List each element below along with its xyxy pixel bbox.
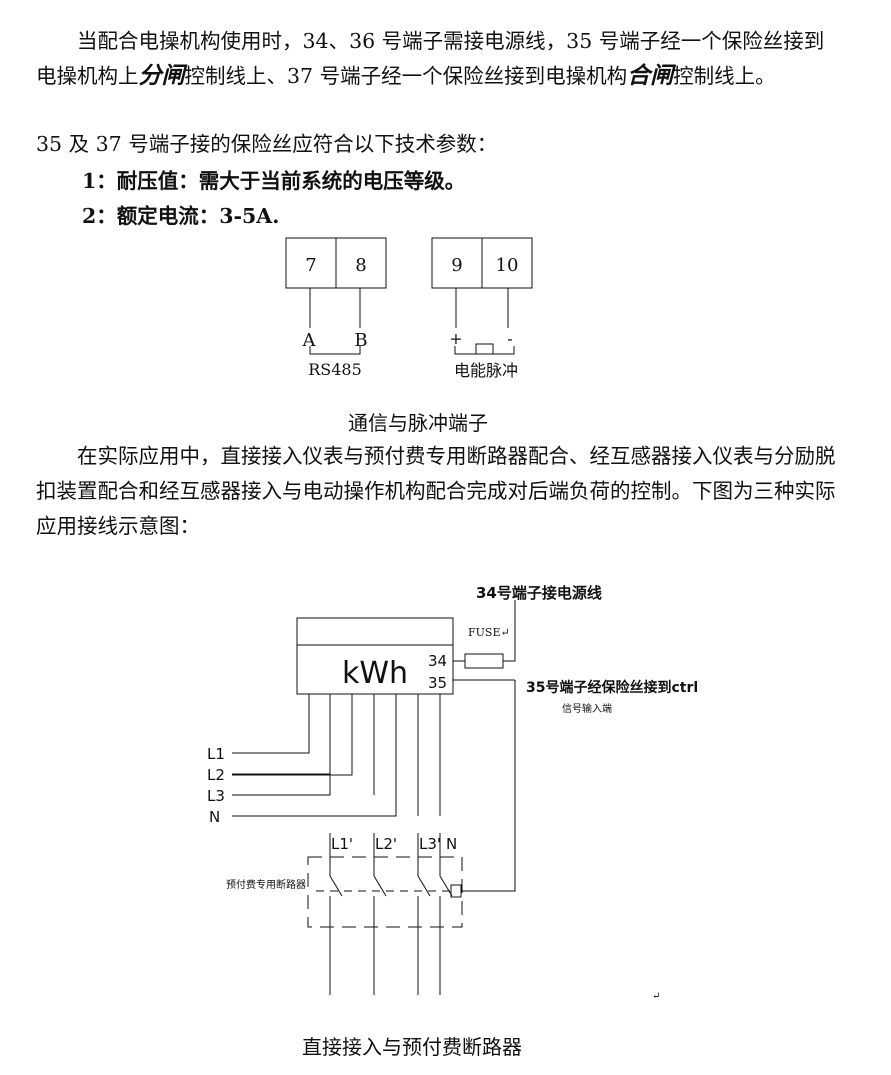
wire-l2 [232, 694, 353, 776]
wiring-diagram [232, 600, 516, 995]
wire-l3 [232, 694, 331, 796]
terminal-box-8 [335, 237, 387, 289]
para1-emph-open: 分闸 [138, 63, 185, 89]
label-a: A [302, 330, 317, 351]
wire-35-return [461, 680, 516, 892]
terminal-34-label: 34 [428, 652, 447, 670]
plus-sign: + [449, 329, 462, 348]
terminal-box-10 [481, 237, 533, 289]
breaker-box [307, 856, 463, 928]
line-label-l1: L1 [207, 745, 225, 763]
rs485-label: RS485 [308, 360, 362, 379]
line-label-l2: L2 [207, 766, 225, 784]
terminal-label-9: 9 [451, 255, 462, 276]
fuse-label: FUSE↵ [468, 626, 510, 639]
wire-34-up [503, 600, 516, 662]
para1-part2: 控制线上、37 号端子经一个保险丝接到电操机构 [184, 64, 628, 88]
terminal-label-10: 10 [496, 255, 519, 276]
para1-part1: 当配合电操机构使用时，34、36 号端子需接电源线，35 号端子经一个保险丝接到… [36, 29, 825, 88]
para1-emph-close: 合闸 [627, 63, 674, 89]
note-35-sub: 信号输入端 [562, 702, 612, 715]
para1-part3: 控制线上。 [673, 64, 776, 88]
terminal-caption: 通信与脉冲端子 [348, 411, 488, 435]
wiring-caption: 直接接入与预付费断路器 [302, 1035, 522, 1059]
terminal-diagram [285, 237, 533, 355]
rs485-bracket [309, 346, 361, 355]
pulse-bracket [454, 346, 515, 355]
terminal-35-label: 35 [428, 674, 447, 692]
breaker-label-l3: L3' [419, 835, 441, 853]
note-34: 34号端子接电源线 [476, 584, 602, 602]
fuse-symbol [464, 653, 504, 669]
meter-box [296, 617, 454, 695]
minus-sign: - [507, 329, 512, 348]
note-35: 35号端子经保险丝接到ctrl [526, 679, 698, 696]
wire-n [232, 694, 397, 817]
return-mark: ↵ [652, 991, 660, 1002]
breaker-label-n: N [446, 835, 457, 853]
wire-l1 [232, 694, 310, 754]
line-label-l3: L3 [207, 787, 225, 805]
terminal-label-7: 7 [305, 255, 316, 276]
line-label-n: N [209, 808, 220, 826]
paragraph-fuse-params: 35 及 37 号端子接的保险丝应符合以下技术参数： [36, 132, 498, 156]
terminal-label-8: 8 [355, 255, 366, 276]
meter-label: kWh [342, 656, 408, 691]
pulse-symbol [468, 343, 500, 355]
breaker-label-l1: L1' [331, 835, 353, 853]
breaker-name: 预付费专用断路器 [226, 878, 306, 891]
breaker-label-l2: L2' [375, 835, 397, 853]
item-current: 2：额定电流：3-5A. [82, 204, 280, 228]
pulse-label: 电能脉冲 [454, 361, 518, 380]
paragraph-applications: 在实际应用中，直接接入仪表与预付费专用断路器配合、经互感器接入仪表与分励脱扣装置… [36, 444, 836, 538]
item-voltage: 1：耐压值：需大于当前系统的电压等级。 [82, 169, 466, 193]
paragraph-electric-operation: 当配合电操机构使用时，34、36 号端子需接电源线，35 号端子经一个保险丝接到… [36, 24, 836, 94]
breaker-coil [450, 884, 462, 898]
label-b: B [354, 330, 367, 351]
